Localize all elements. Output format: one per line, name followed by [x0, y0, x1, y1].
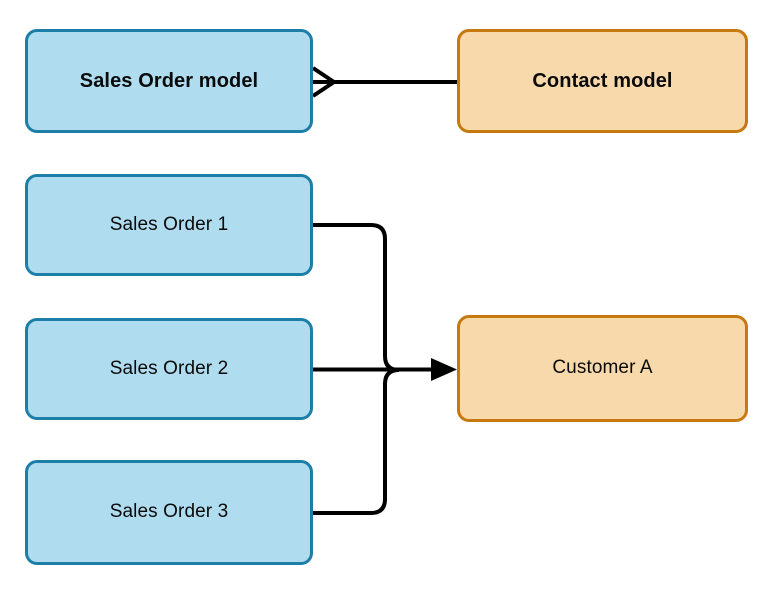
node-sales-order-model-label: Sales Order model: [79, 70, 259, 92]
node-contact-model-label: Contact model: [532, 70, 673, 92]
arrowhead-into-customer: [431, 358, 457, 381]
connector-model-relationship: [311, 66, 457, 98]
node-sales-order-1-label: Sales Order 1: [109, 213, 229, 235]
node-sales-order-1[interactable]: Sales Order 1: [25, 174, 313, 276]
node-sales-order-2-label: Sales Order 2: [109, 357, 229, 379]
node-sales-order-3[interactable]: Sales Order 3: [25, 460, 313, 565]
connector-order-3-to-customer: [313, 368, 400, 515]
crows-foot-prong-lower: [311, 80, 336, 98]
node-sales-order-model[interactable]: Sales Order model: [25, 29, 313, 133]
node-sales-order-2[interactable]: Sales Order 2: [25, 318, 313, 420]
crows-foot-prong-upper: [311, 66, 336, 84]
connector-order-1-to-customer: [313, 223, 400, 372]
node-contact-model[interactable]: Contact model: [457, 29, 748, 133]
node-sales-order-3-label: Sales Order 3: [109, 501, 229, 523]
node-customer-a-label: Customer A: [552, 357, 653, 379]
node-customer-a[interactable]: Customer A: [457, 315, 748, 422]
